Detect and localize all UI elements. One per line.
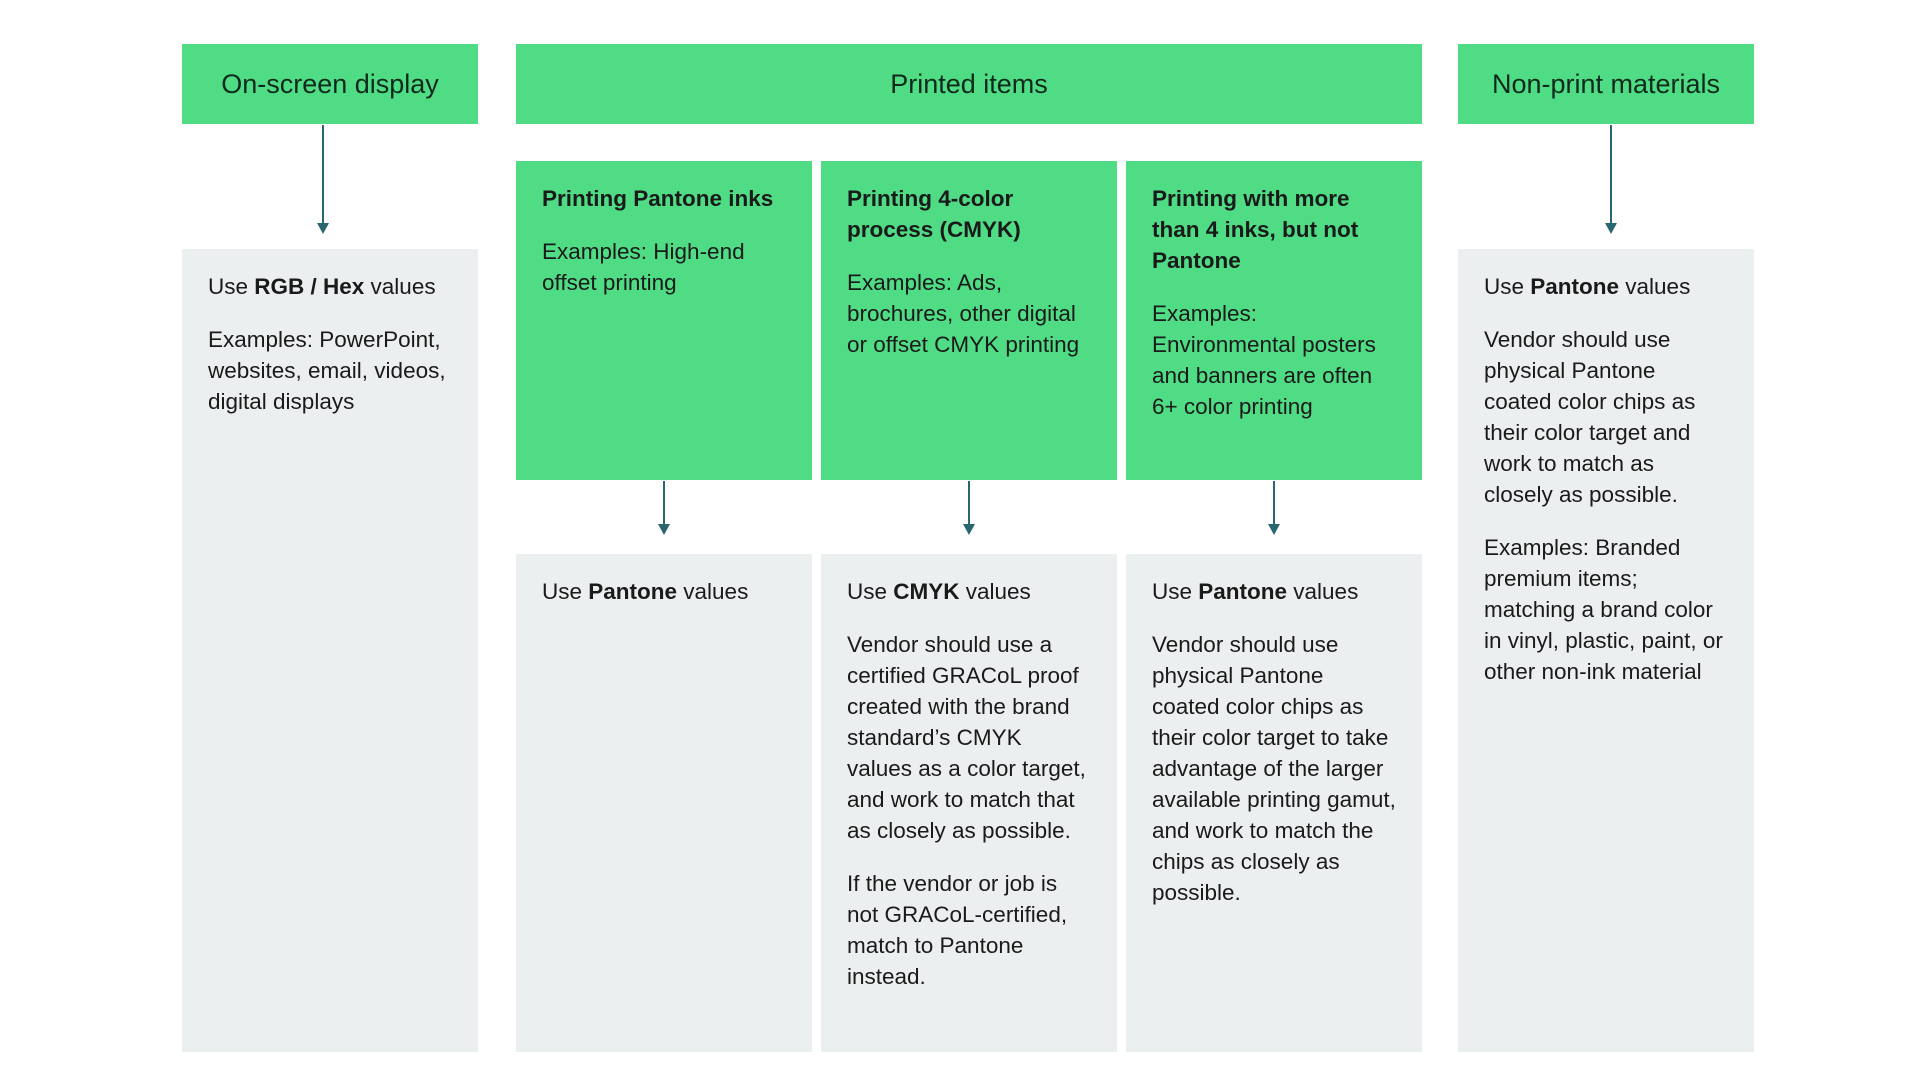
method-cmyk: Printing 4-color process (CMYK) Examples… (821, 161, 1117, 480)
method-cmyk-examples: Examples: Ads, brochures, other digital … (847, 270, 1080, 357)
arrowhead-pantone-inks (658, 524, 670, 535)
result-cmyk: Use CMYK values Vendor should use a cert… (821, 554, 1117, 1052)
arrowhead-cmyk (963, 524, 975, 535)
method-pantone-inks-examples: Examples: High-end offset printing (542, 239, 745, 295)
result-pantone-inks: Use Pantone values (516, 554, 812, 1052)
result-non-print-use: Use Pantone values (1484, 274, 1691, 299)
result-non-print-paragraph: Examples: Branded premium items; matchin… (1484, 535, 1723, 684)
result-cmyk-paragraph: Vendor should use a certified GRACoL pro… (847, 632, 1086, 843)
result-cmyk-paragraph: If the vendor or job is not GRACoL-certi… (847, 871, 1068, 989)
result-non-print: Use Pantone values Vendor should use phy… (1458, 249, 1754, 1052)
result-more-inks: Use Pantone values Vendor should use phy… (1126, 554, 1422, 1052)
method-more-inks: Printing with more than 4 inks, but not … (1126, 161, 1422, 480)
method-more-inks-title: Printing with more than 4 inks, but not … (1152, 186, 1359, 273)
header-printed-items-label: Printed items (890, 68, 1048, 99)
result-on-screen-paragraph: Examples: PowerPoint, websites, email, v… (208, 327, 446, 414)
method-pantone-inks: Printing Pantone inks Examples: High-end… (516, 161, 812, 480)
method-more-inks-examples: Examples: Environmental posters and bann… (1152, 301, 1376, 419)
arrowhead-on-screen (317, 223, 329, 234)
result-non-print-paragraph: Vendor should use physical Pantone coate… (1484, 327, 1696, 507)
method-pantone-inks-title: Printing Pantone inks (542, 186, 774, 211)
result-cmyk-use: Use CMYK values (847, 579, 1031, 604)
method-cmyk-title: Printing 4-color process (CMYK) (847, 186, 1021, 242)
arrowhead-non-print (1605, 223, 1617, 234)
result-pantone-inks-use: Use Pantone values (542, 579, 749, 604)
header-on-screen-display-label: On-screen display (221, 68, 439, 99)
result-on-screen: Use RGB / Hex values Examples: PowerPoin… (182, 249, 478, 1052)
header-printed-items: Printed items (516, 44, 1422, 124)
header-on-screen-display: On-screen display (182, 44, 478, 124)
arrowhead-more-inks (1268, 524, 1280, 535)
result-more-inks-use: Use Pantone values (1152, 579, 1359, 604)
header-non-print-materials: Non-print materials (1458, 44, 1754, 124)
result-on-screen-use: Use RGB / Hex values (208, 274, 436, 299)
header-non-print-materials-label: Non-print materials (1491, 68, 1721, 99)
result-more-inks-paragraph: Vendor should use physical Pantone coate… (1152, 632, 1396, 905)
